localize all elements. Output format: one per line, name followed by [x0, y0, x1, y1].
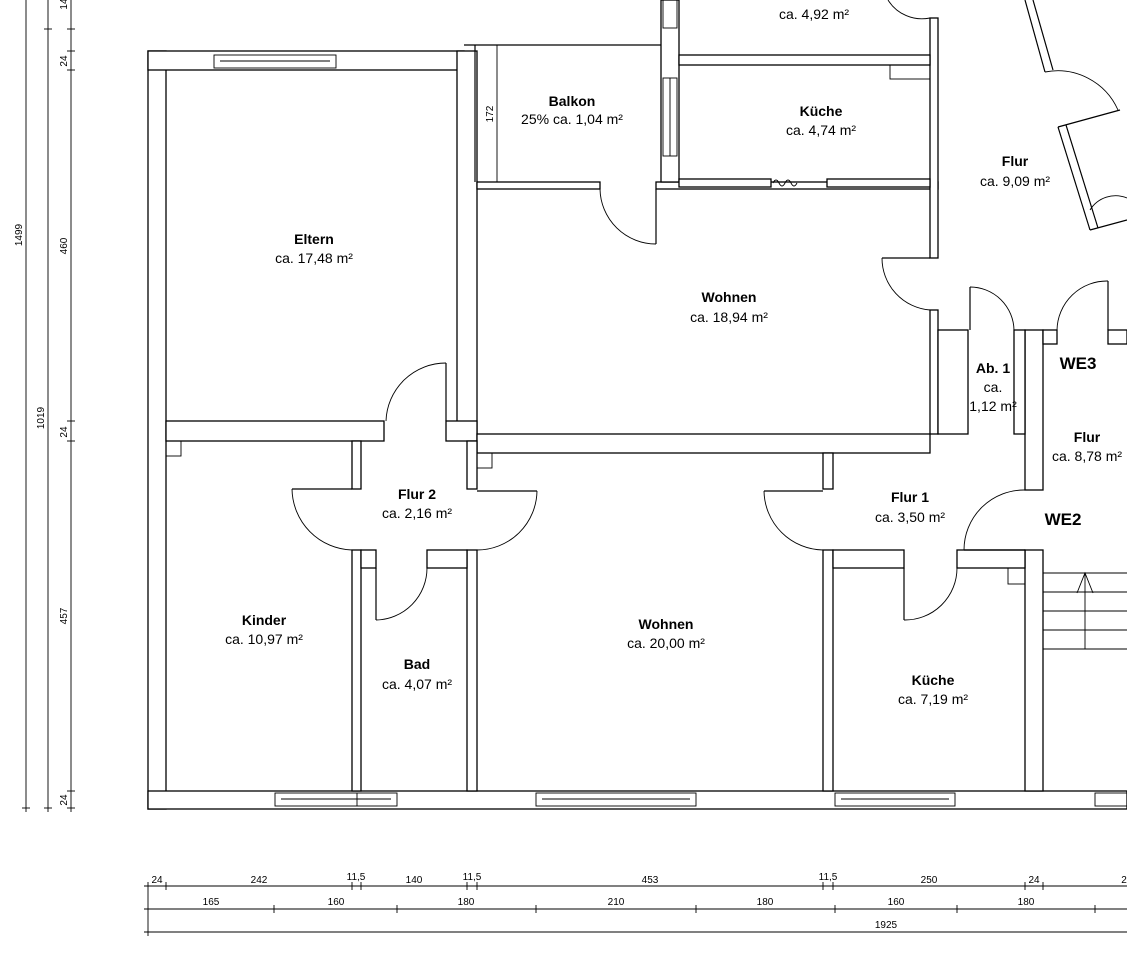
room-name-flur-we3: Flur	[1074, 429, 1101, 445]
dim-vertical-seg: 14	[59, 0, 70, 10]
dim-vertical-seg: 24	[59, 55, 70, 67]
dim-horizontal-seg: 160	[888, 897, 905, 908]
dim-horizontal-seg: 11,5	[347, 872, 366, 883]
room-area-flur-top: ca. 9,09 m²	[980, 173, 1050, 189]
dim-vertical-seg: 460	[59, 237, 70, 254]
room-labels: ca. 4,92 m² Balkon 25% ca. 1,04 m² Küche…	[225, 6, 1122, 707]
dim-horizontal-total: 1925	[875, 920, 898, 931]
dim-vertical-seg: 24	[59, 426, 70, 438]
room-name-flur2: Flur 2	[398, 486, 436, 502]
room-name-wohnen-top: Wohnen	[702, 289, 757, 305]
room-line-ab1: ca.	[984, 379, 1003, 395]
windows	[213, 0, 1127, 807]
room-area-kueche-bottom: ca. 7,19 m²	[898, 691, 968, 707]
dim-vertical-seg: 24	[59, 794, 70, 806]
room-name-kueche-top: Küche	[800, 103, 843, 119]
room-area-ab1: 1,12 m²	[969, 398, 1017, 414]
room-area-top: ca. 4,92 m²	[779, 6, 849, 22]
room-area-flur-we3: ca. 8,78 m²	[1052, 448, 1122, 464]
dim-horizontal-seg: 180	[1018, 897, 1035, 908]
stairwell	[1042, 571, 1127, 791]
room-area-eltern: ca. 17,48 m²	[275, 250, 353, 266]
dim-horizontal-seg: 11,5	[819, 872, 838, 883]
room-area-flur2: ca. 2,16 m²	[382, 505, 452, 521]
entrance-doors	[1024, 0, 1127, 231]
dim-horizontal-seg: 180	[757, 897, 774, 908]
dim-horizontal-seg: 140	[406, 875, 423, 886]
dim-vertical-mid: 1019	[36, 406, 47, 429]
room-area-balkon: 25% ca. 1,04 m²	[521, 111, 623, 127]
dim-horizontal-seg: 242	[251, 875, 268, 886]
room-area-flur1: ca. 3,50 m²	[875, 509, 945, 525]
dim-horizontal-seg: 160	[328, 897, 345, 908]
room-name-bad: Bad	[404, 656, 430, 672]
curtain-symbol	[772, 179, 798, 187]
dim-horizontal-seg: 210	[608, 897, 625, 908]
dim-horizontal-seg: 453	[642, 875, 659, 886]
vertical-dimensions: 1499 1019 14 24 460 24 457 24 172	[14, 0, 496, 812]
room-name-flur1: Flur 1	[891, 489, 929, 505]
room-area-wohnen-top: ca. 18,94 m²	[690, 309, 768, 325]
dim-balkon-height: 172	[485, 105, 496, 122]
room-name-wohnen-bottom: Wohnen	[639, 616, 694, 632]
room-name-eltern: Eltern	[294, 231, 334, 247]
room-name-kinder: Kinder	[242, 612, 287, 628]
dim-vertical-total: 1499	[14, 223, 25, 246]
dim-horizontal-seg: 250	[921, 875, 938, 886]
unit-label-we2: WE2	[1045, 510, 1082, 529]
unit-label-we3: WE3	[1060, 354, 1097, 373]
dim-horizontal-seg: 165	[203, 897, 220, 908]
dim-vertical-seg: 457	[59, 607, 70, 624]
balcony-outline	[464, 44, 661, 182]
room-area-kueche-top: ca. 4,74 m²	[786, 122, 856, 138]
room-name-kueche-bottom: Küche	[912, 672, 955, 688]
room-area-kinder: ca. 10,97 m²	[225, 631, 303, 647]
horizontal-dimensions: 24 242 11,5 140 11,5 453 11,5 250 24 2 1…	[144, 872, 1127, 936]
interior-walls	[165, 54, 1127, 792]
room-name-ab1: Ab. 1	[976, 360, 1010, 376]
dim-horizontal-seg: 24	[151, 875, 163, 886]
dim-horizontal-seg: 2	[1121, 875, 1127, 886]
doors	[291, 0, 1109, 621]
dim-horizontal-seg: 180	[458, 897, 475, 908]
dim-horizontal-seg: 11,5	[463, 872, 482, 883]
room-area-bad: ca. 4,07 m²	[382, 676, 452, 692]
room-area-wohnen-bottom: ca. 20,00 m²	[627, 635, 705, 651]
room-name-balkon: Balkon	[549, 93, 596, 109]
dim-horizontal-seg: 24	[1028, 875, 1040, 886]
room-name-flur-top: Flur	[1002, 153, 1029, 169]
ducts	[165, 64, 1026, 585]
